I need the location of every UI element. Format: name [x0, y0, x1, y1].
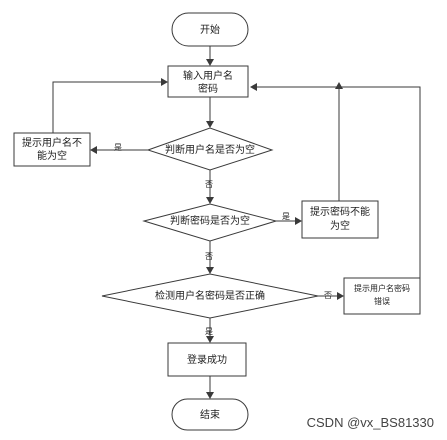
- edge-credentials-loop: [256, 86, 421, 278]
- credentials-error-label-line2: 错误: [374, 296, 390, 306]
- watermark: CSDN @vx_BS81330: [307, 415, 434, 430]
- check-credentials-decision: [101, 273, 319, 319]
- arrowhead: [206, 121, 214, 128]
- username-empty-process: [13, 132, 91, 167]
- check-password-label: 判断密码是否为空: [170, 214, 250, 227]
- start-terminal: [171, 12, 249, 47]
- edge-label-password-no: 否: [205, 252, 213, 261]
- edge-label-credentials-no: 否: [324, 291, 332, 300]
- arrowhead: [161, 78, 168, 86]
- arrowhead: [206, 267, 214, 274]
- end-terminal: [171, 398, 249, 431]
- arrowhead: [250, 83, 257, 91]
- input-process: [167, 65, 249, 98]
- edge-username-loop: [52, 81, 162, 133]
- username-empty-label-line1: 提示用户名不: [22, 136, 82, 149]
- start-label: 开始: [200, 23, 220, 36]
- login-success-process: [167, 342, 247, 377]
- username-empty-label-line2: 能为空: [37, 149, 67, 162]
- check-username-decision: [146, 127, 274, 171]
- password-empty-label-line1: 提示密码不能: [310, 205, 370, 218]
- password-empty-process: [301, 200, 379, 239]
- password-empty-label-line2: 为空: [330, 219, 350, 232]
- arrowhead: [206, 197, 214, 204]
- input-label-line1: 输入用户名: [183, 69, 233, 82]
- arrowhead: [295, 217, 302, 225]
- arrowhead: [206, 392, 214, 399]
- check-password-decision: [142, 203, 278, 242]
- check-credentials-label: 检测用户名密码是否正确: [155, 289, 265, 302]
- edge-label-username-no: 否: [205, 180, 213, 189]
- arrowhead: [335, 82, 343, 89]
- arrowhead: [206, 59, 214, 66]
- arrowhead: [90, 146, 97, 154]
- credentials-error-process: [343, 277, 421, 315]
- login-success-label: 登录成功: [187, 353, 227, 366]
- credentials-error-label-line1: 提示用户名密码: [354, 283, 410, 293]
- edge-label-username-yes: 是: [114, 143, 122, 152]
- input-label-line2: 密码: [198, 82, 218, 95]
- edge-label-password-yes: 是: [282, 212, 290, 221]
- end-label: 结束: [200, 408, 220, 421]
- arrowhead: [206, 336, 214, 343]
- edge-label-credentials-yes: 是: [205, 327, 213, 336]
- check-username-label: 判断用户名是否为空: [165, 143, 255, 156]
- arrowhead: [337, 292, 344, 300]
